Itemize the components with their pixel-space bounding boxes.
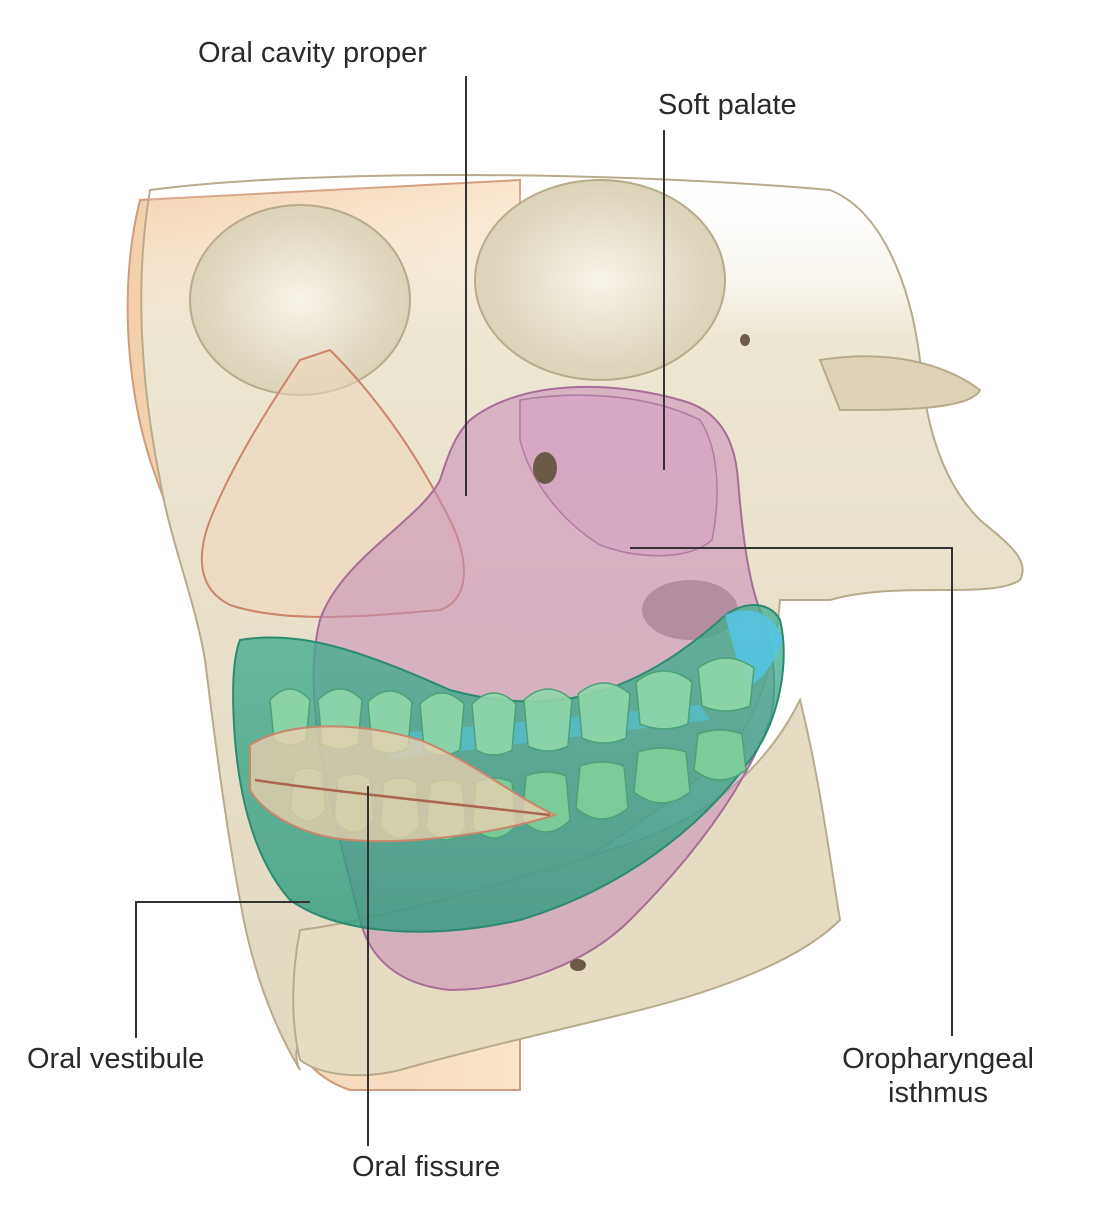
blue-gap-right bbox=[725, 610, 782, 690]
zygomatic-arch bbox=[818, 355, 982, 412]
oral-fissure-line bbox=[254, 778, 551, 817]
leader-lines bbox=[135, 76, 953, 1146]
foramen-2 bbox=[740, 334, 750, 346]
right-orbit bbox=[474, 179, 726, 381]
label-oropharyngeal-isthmus: Oropharyngeal isthmus bbox=[820, 1042, 1056, 1110]
label-oropharyngeal-line2: isthmus bbox=[888, 1077, 988, 1110]
leader-oral-vestibule bbox=[135, 901, 310, 1038]
leader-oropharyngeal bbox=[630, 547, 953, 1036]
label-soft-palate: Soft palate bbox=[658, 89, 797, 121]
lips bbox=[249, 725, 558, 843]
foramen-3 bbox=[570, 959, 586, 971]
label-oropharyngeal-line1: Oropharyngeal bbox=[842, 1043, 1034, 1075]
label-oral-fissure: Oral fissure bbox=[352, 1151, 501, 1183]
label-oral-cavity-proper: Oral cavity proper bbox=[198, 37, 427, 69]
label-oral-vestibule: Oral vestibule bbox=[27, 1043, 205, 1075]
soft-palate-area bbox=[519, 394, 718, 557]
foramen-1 bbox=[533, 452, 557, 484]
